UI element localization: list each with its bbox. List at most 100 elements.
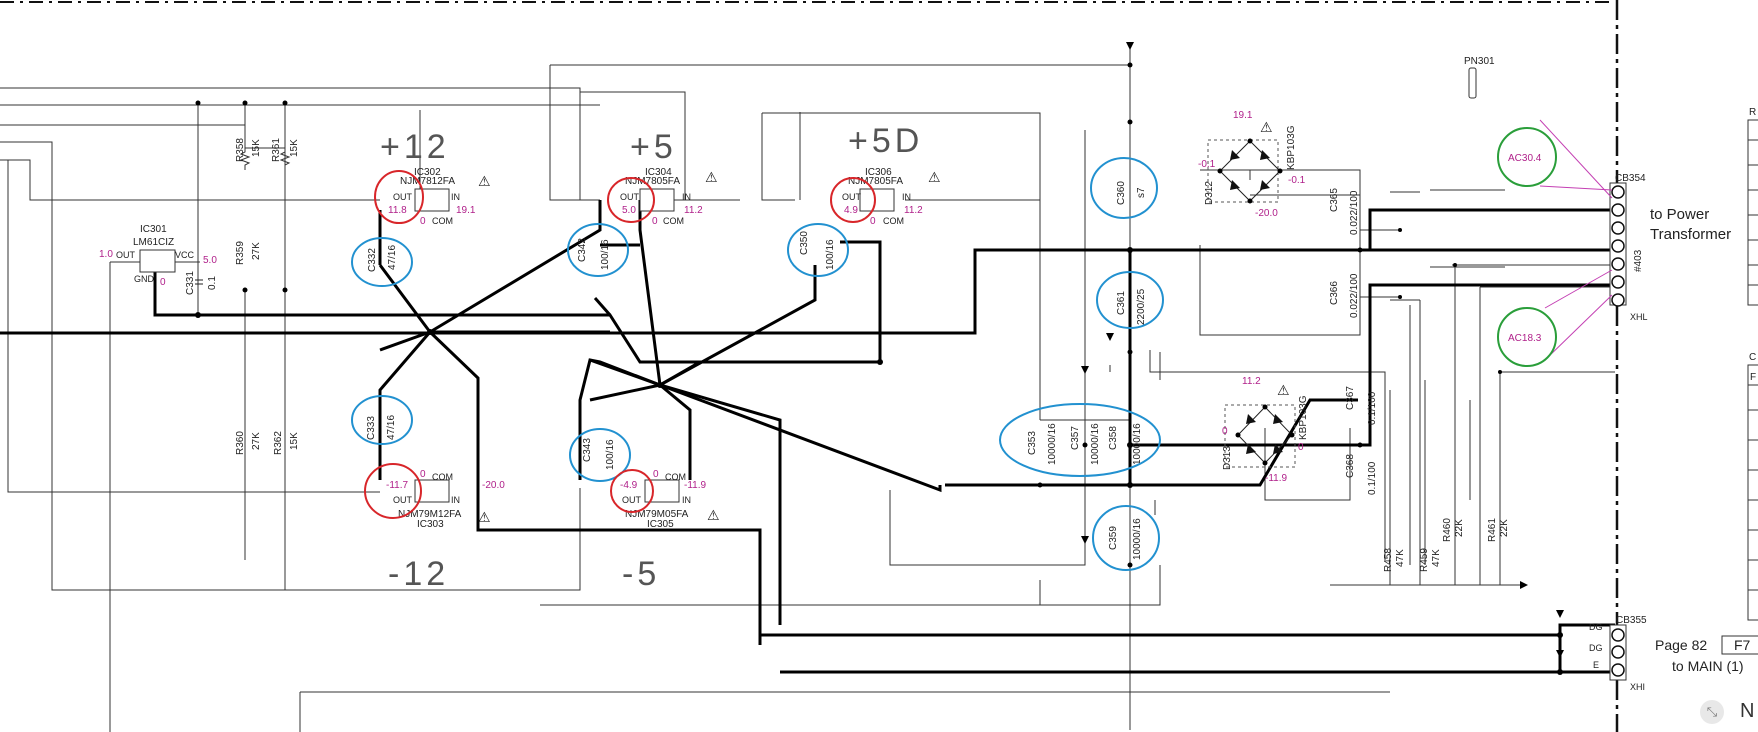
ac-marker-circle-2 — [1497, 307, 1557, 367]
ic303-v-out: -11.7 — [386, 480, 408, 491]
page-ref-label[interactable]: Page 82 — [1655, 637, 1707, 653]
ic305-v-out: -4.9 — [620, 480, 638, 491]
cb354-type: XHL — [1630, 312, 1648, 322]
resistor-r460: R460 22K — [1442, 518, 1465, 542]
ic301-pin-out: OUT — [116, 250, 136, 260]
sheet-border — [0, 0, 1619, 732]
c343-val: 100/16 — [605, 439, 616, 470]
ac-marker-circle-1 — [1497, 127, 1557, 187]
cap-highlight-ellipses — [351, 157, 1164, 571]
cb354-label: CB354 — [1615, 173, 1646, 184]
ic302-v-out: 11.8 — [388, 205, 407, 216]
highlight-ic305-out — [610, 469, 654, 513]
cut-letter-f: F — [1750, 372, 1756, 383]
highlight-c342 — [567, 223, 629, 277]
ic305-ref: IC305 — [647, 519, 674, 530]
highlight-c343 — [569, 428, 631, 482]
capacitor-c343: C343 100/16 — [582, 438, 616, 470]
rail-label-minus5: -5 — [622, 555, 660, 593]
page-ref-grid[interactable]: F7 — [1734, 637, 1751, 653]
resistor-r359: R359 27K — [235, 241, 262, 265]
c331-val: 0.1 — [207, 276, 218, 290]
c361-val: 2200/25 — [1136, 288, 1147, 325]
ac-label-1: AC30.4 — [1508, 153, 1542, 164]
r360-val: 27K — [251, 432, 262, 450]
c350-ref: C350 — [799, 231, 810, 255]
ic304-v-com: 0 — [652, 216, 658, 227]
c359-val: 10000/16 — [1132, 518, 1143, 560]
capacitors: C331 0.1 C332 47/16 C333 47/16 C342 100/… — [185, 181, 1378, 560]
r361-val: 15K — [289, 139, 300, 157]
c357-val: 10000/16 — [1090, 423, 1101, 465]
ic305-pin-in: IN — [682, 495, 691, 505]
r362-ref: R362 — [273, 431, 284, 455]
ic304-v-in: 11.2 — [684, 205, 703, 216]
d312-part: KBP103G — [1286, 125, 1297, 170]
r359-ref: R359 — [235, 241, 246, 265]
cb355-pin-dg1: DG — [1589, 622, 1603, 632]
resistor-r459: R459 47K — [1419, 548, 1442, 572]
ic304-v-out: 5.0 — [622, 205, 636, 216]
ic306-v-com: 0 — [870, 216, 876, 227]
ic302-v-com: 0 — [420, 216, 426, 227]
r460-ref: R460 — [1442, 518, 1453, 542]
ic304-pin-out: OUT — [620, 192, 640, 202]
c360-ref: C360 — [1116, 181, 1127, 205]
ic302-pin-in: IN — [451, 192, 460, 202]
c342-ref: C342 — [577, 238, 588, 262]
c353-ref: C353 — [1027, 431, 1038, 455]
ac-label-2: AC18.3 — [1508, 333, 1542, 344]
ic306-warning-icon: ⚠ — [928, 169, 941, 185]
ic306-part: NJM7805FA — [848, 176, 903, 187]
c366-ref: C366 — [1329, 281, 1340, 305]
c350-val: 100/16 — [825, 239, 836, 270]
ic304-pin-in: IN — [682, 192, 691, 202]
side-labels: to Power Transformer Page 82 F7 to MAIN … — [1650, 107, 1758, 722]
capacitor-c368: C368 0.1/100 — [1345, 454, 1378, 495]
capacitor-c331: C331 0.1 — [185, 271, 218, 295]
ic306: IC306 NJM7805FA OUT IN COM 4.9 11.2 0 ⚠ — [842, 167, 941, 227]
capacitor-c361: C361 2200/25 — [1116, 288, 1147, 325]
capacitor-c359: C359 10000/16 — [1108, 518, 1143, 560]
r458-ref: R458 — [1383, 548, 1394, 572]
c367-val: 0.1/100 — [1367, 391, 1378, 425]
rail-label-plus12: +12 — [380, 128, 450, 166]
c357-ref: C357 — [1070, 426, 1081, 450]
c365-val: 0.022/100 — [1349, 190, 1360, 235]
ic303-pin-out: OUT — [393, 495, 413, 505]
output-highlight-ellipses — [364, 170, 876, 519]
c358-val: 10000/16 — [1132, 423, 1143, 465]
cb355-type: XHI — [1630, 682, 1645, 692]
c332-ref: C332 — [367, 248, 378, 272]
d312-v-bottom: -20.0 — [1255, 208, 1278, 219]
d312-v-left: -0.1 — [1198, 159, 1216, 170]
r359-val: 27K — [251, 242, 262, 260]
resistors: R358 15K R361 15K R359 27K R360 27K R362… — [235, 138, 1510, 572]
ic301-pin-vcc: VCC — [175, 250, 195, 260]
d312-ref: D312 — [1204, 181, 1215, 205]
d312-v-top: 19.1 — [1233, 110, 1253, 121]
d312-v-right: -0.1 — [1288, 175, 1306, 186]
ic306-v-in: 11.2 — [904, 205, 923, 216]
resistor-r362: R362 15K — [273, 431, 300, 455]
zoom-collapse-icon[interactable]: ⤡ — [1700, 700, 1724, 724]
highlight-c359 — [1092, 505, 1160, 571]
c343-ref: C343 — [582, 438, 593, 462]
c342-val: 100/16 — [600, 239, 611, 270]
ic306-pin-com: COM — [883, 216, 904, 226]
connector-cb355: CB355 XHI DG DG E — [1589, 615, 1647, 692]
ic301-v-vcc: 5.0 — [203, 255, 217, 266]
d313-part: KBP103G — [1298, 395, 1309, 440]
ic302-pin-com: COM — [432, 216, 453, 226]
r358-ref: R358 — [235, 138, 246, 162]
highlight-ic304-out — [607, 177, 655, 223]
resistor-r461: R461 22K — [1487, 518, 1510, 542]
d313-v-bottom: -11.9 — [1265, 473, 1287, 484]
r361-ref: R361 — [271, 138, 282, 162]
to-main-label[interactable]: to MAIN (1) — [1672, 658, 1744, 674]
ic306-ref: IC306 — [865, 167, 892, 178]
capacitor-c367: C367 0.1/100 — [1345, 386, 1378, 425]
r360-ref: R360 — [235, 431, 246, 455]
d313-v-top: 11.2 — [1242, 376, 1261, 387]
cb354-mark: #403 — [1633, 249, 1644, 272]
